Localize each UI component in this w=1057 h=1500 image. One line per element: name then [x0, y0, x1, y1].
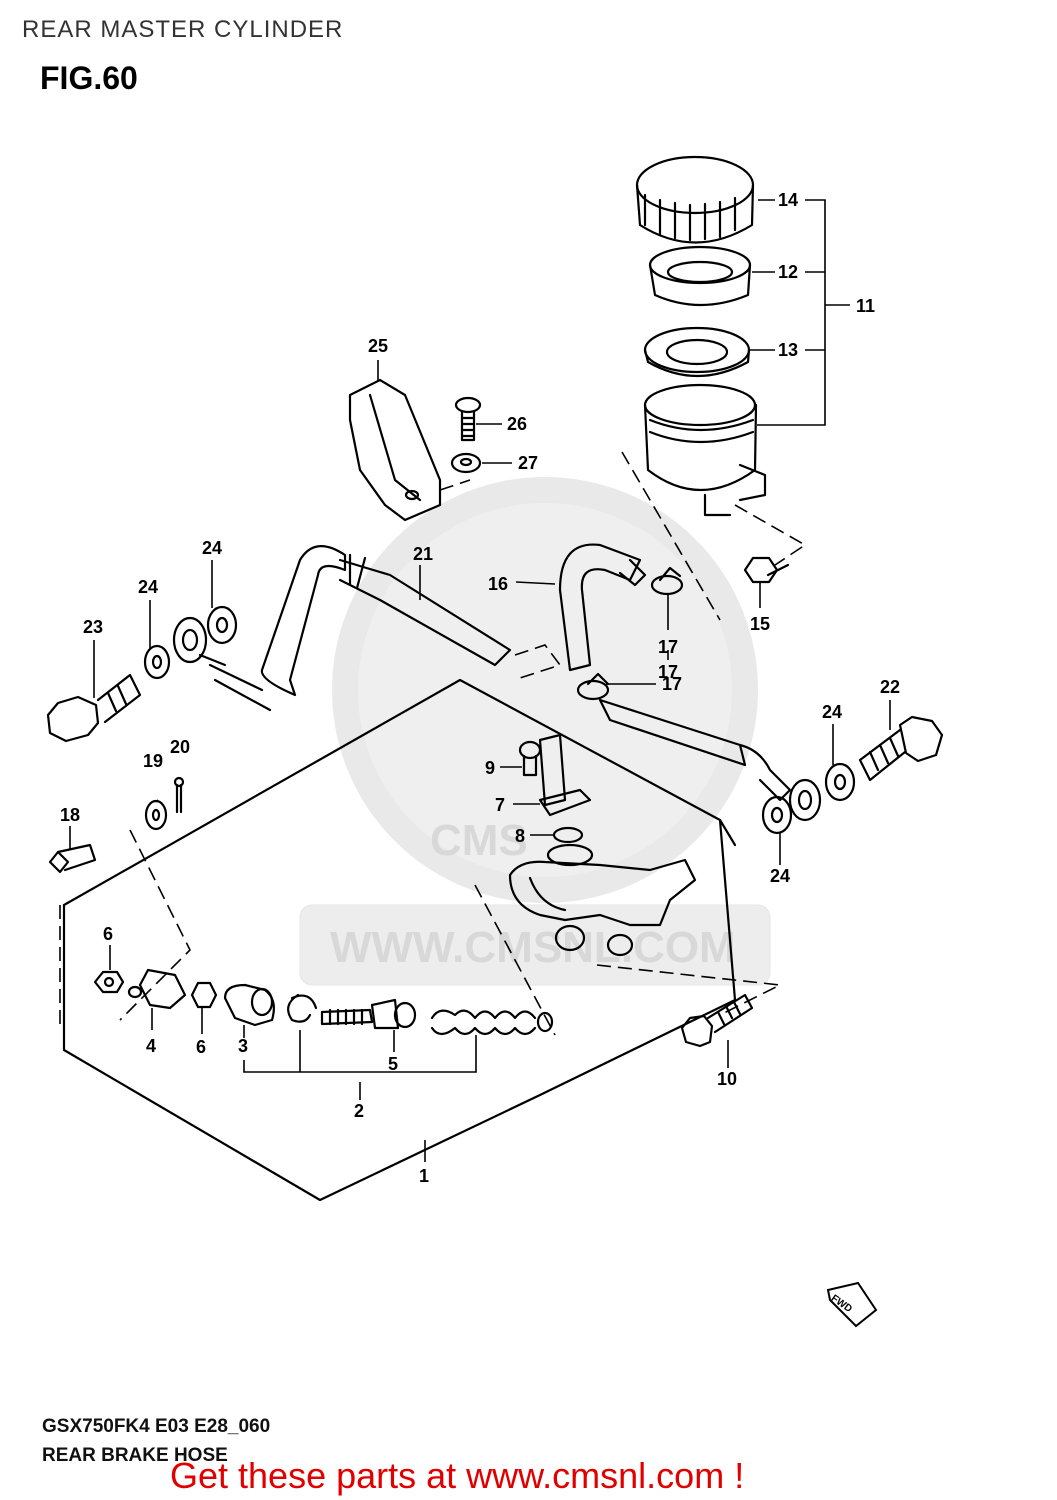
- washer-24a: [143, 644, 171, 680]
- footer-section: REAR BRAKE HOSE: [42, 1445, 228, 1466]
- callout-10: 10: [717, 1069, 737, 1089]
- callout-6a: 6: [103, 924, 113, 944]
- clevis-4: [127, 968, 187, 1010]
- promo-link[interactable]: Get these parts at www.cmsnl.com !: [170, 1455, 745, 1496]
- clamp-17b: [576, 672, 610, 701]
- reservoir-ring: [648, 245, 752, 307]
- callout-6b: 6: [196, 1037, 206, 1057]
- callout-18: 18: [60, 805, 80, 825]
- callout-17a: 17: [658, 637, 678, 657]
- watermark-text: WWW.CMSNL.COM: [330, 923, 736, 972]
- page-header: REAR MASTER CYLINDER: [22, 16, 344, 43]
- reservoir-diaphragm: [643, 326, 751, 377]
- bolt-15: [743, 556, 790, 584]
- hose-16: [558, 543, 647, 672]
- piston-spring: [430, 1009, 554, 1036]
- nut-6b: [190, 981, 218, 1009]
- callout-8: 8: [515, 826, 525, 846]
- leader-lines: [69, 199, 891, 1162]
- callout-15: 15: [750, 614, 770, 634]
- union-bolt-22: [858, 715, 944, 782]
- callout-24-top: 24: [202, 538, 222, 558]
- callout-16: 16: [488, 574, 508, 594]
- banjo-fitting-right: [788, 778, 822, 822]
- callout-2: 2: [354, 1101, 364, 1121]
- callout-24-right: 24: [822, 702, 842, 722]
- hose-21: [208, 545, 512, 712]
- callout-5: 5: [388, 1054, 398, 1074]
- callout-22: 22: [880, 677, 900, 697]
- hose-right: [598, 698, 792, 802]
- master-cylinder-body: [508, 843, 697, 957]
- cotter-pin-20: [173, 776, 185, 814]
- callout-12: 12: [778, 262, 798, 282]
- washer-24b: [206, 605, 238, 645]
- callout-13: 13: [778, 340, 798, 360]
- assembly-outline: [62, 678, 737, 1202]
- callout-23: 23: [83, 617, 103, 637]
- callout-17c: 17: [662, 674, 682, 694]
- callout-9: 9: [485, 758, 495, 778]
- callout-24-bottom: 24: [770, 866, 790, 886]
- guide-lines: [59, 451, 807, 1036]
- boot-3: [223, 983, 275, 1027]
- callout-labels: 14 12 11 13 25 26 27 24 21 16 15 24 23 1…: [60, 190, 900, 1186]
- watermark: CMS WWW.CMSNL.COM: [299, 477, 771, 986]
- pin-18: [48, 843, 97, 874]
- screw-26: [454, 396, 482, 442]
- circlip: [287, 993, 318, 1023]
- union-bolt-23: [46, 673, 142, 743]
- footer-code: GSX750FK4 E03 E28_060: [42, 1416, 271, 1437]
- callout-19: 19: [143, 751, 163, 771]
- push-rod-5: [320, 998, 417, 1030]
- callout-14: 14: [778, 190, 798, 210]
- washer-24d: [761, 795, 793, 835]
- clamp-17a: [650, 566, 684, 596]
- washer-24c: [824, 762, 856, 802]
- figure-number: FIG.60: [40, 60, 138, 96]
- banjo-fitting-left: [172, 616, 227, 667]
- callout-20: 20: [170, 737, 190, 757]
- callout-26: 26: [507, 414, 527, 434]
- callout-7: 7: [495, 795, 505, 815]
- fitting-7: [538, 733, 592, 817]
- callout-3: 3: [238, 1036, 248, 1056]
- callout-1: 1: [419, 1166, 429, 1186]
- callout-24-left: 24: [138, 577, 158, 597]
- callout-17b: 17: [658, 662, 678, 682]
- fwd-arrow: FWD: [826, 1281, 878, 1328]
- reservoir-body: [643, 383, 767, 517]
- watermark-logo: CMS: [430, 816, 528, 865]
- washer-27: [450, 452, 482, 474]
- callout-25: 25: [368, 336, 388, 356]
- reservoir-cap: [635, 155, 755, 244]
- callout-21: 21: [413, 544, 433, 564]
- reservoir-bracket: [348, 378, 442, 522]
- callout-27: 27: [518, 453, 538, 473]
- washer-19: [144, 799, 168, 831]
- callout-4: 4: [146, 1036, 156, 1056]
- nut-6a: [93, 970, 125, 994]
- callout-11: 11: [856, 296, 875, 316]
